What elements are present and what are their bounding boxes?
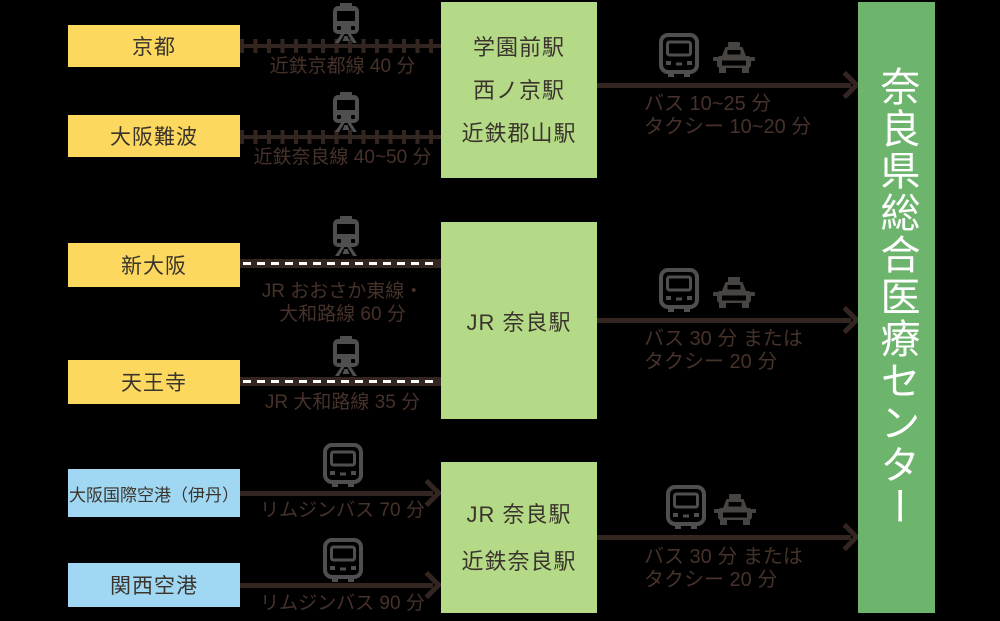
railway-line-kintetsu-kyoto (240, 39, 443, 53)
hub-station: 学園前駅 (472, 34, 565, 60)
segment-label-line: 大和路線 60 分 (279, 304, 406, 325)
bus-icon (659, 33, 699, 77)
train-icon (333, 216, 359, 256)
final-leg-label-2: バス 30 分 または タクシー 20 分 (644, 328, 884, 374)
final-leg-bus-time: バス 30 分 または (644, 546, 803, 568)
hub-station: JR 奈良駅 (466, 501, 572, 527)
origin-box-kansai-airport: 関西空港 (68, 563, 240, 607)
arrowhead-icon (413, 570, 443, 600)
hub-station: 西ノ京駅 (472, 77, 565, 103)
final-leg-bus-time: バス 10~25 分 (644, 93, 772, 115)
final-leg-label-1: バス 10~25 分 タクシー 10~20 分 (644, 93, 884, 139)
final-leg-taxi-time: タクシー 20 分 (644, 351, 778, 373)
train-icon (333, 92, 359, 132)
hub-box-jr-kintetsu-nara: JR 奈良駅 近鉄奈良駅 (441, 462, 597, 613)
final-leg-taxi-time: タクシー 10~20 分 (644, 116, 812, 138)
origin-box-osaka-namba: 大阪難波 (68, 115, 240, 157)
segment-label-limousine-90: リムジンバス 90 分 (260, 593, 425, 614)
origin-box-tennoji: 天王寺 (68, 360, 240, 404)
bus-icon (323, 443, 363, 487)
jr-line-shin-osaka (240, 259, 442, 268)
segment-label-jr-yamatoji: JR 大和路線 35 分 (264, 392, 421, 413)
train-icon (333, 3, 359, 43)
bus-icon (659, 268, 699, 312)
railway-line-kintetsu-nara (240, 130, 443, 144)
final-leg-taxi-time: タクシー 20 分 (644, 569, 778, 591)
destination-name: 奈良県総合医療センター (874, 66, 919, 528)
origin-box-kyoto: 京都 (68, 25, 240, 67)
arrowhead-icon (413, 478, 443, 508)
segment-label-line: JR おおさか東線・ (261, 281, 424, 302)
segment-label-kintetsu-nara: 近鉄奈良線 40~50 分 (253, 147, 432, 168)
hub-box-gakuemmae: 学園前駅 西ノ京駅 近鉄郡山駅 (441, 2, 597, 178)
arrow-hub2-to-destination (597, 305, 861, 335)
segment-label-limousine-70: リムジンバス 70 分 (260, 500, 425, 521)
taxi-icon (713, 277, 755, 308)
arrow-hub3-to-destination (597, 522, 861, 552)
train-icon (333, 336, 359, 376)
hub-box-jr-nara: JR 奈良駅 (441, 222, 597, 419)
destination-bar: 奈良県総合医療センター (858, 2, 935, 613)
taxi-icon (714, 494, 756, 525)
jr-line-tennoji (240, 377, 442, 386)
arrow-kansai-to-hub (240, 570, 443, 600)
segment-label-kintetsu-kyoto: 近鉄京都線 40 分 (269, 56, 416, 77)
hub-station: JR 奈良駅 (466, 309, 572, 335)
final-leg-bus-time: バス 30 分 または (644, 328, 803, 350)
hub-station: 近鉄奈良駅 (461, 548, 577, 574)
taxi-icon (713, 42, 755, 73)
origin-box-itami-airport: 大阪国際空港（伊丹） (68, 469, 240, 517)
final-leg-label-3: バス 30 分 または タクシー 20 分 (644, 546, 884, 592)
arrow-hub1-to-destination (597, 70, 861, 100)
origin-box-shin-osaka: 新大阪 (68, 243, 240, 287)
arrow-itami-to-hub (240, 478, 443, 508)
bus-icon (666, 485, 706, 529)
hub-station: 近鉄郡山駅 (461, 120, 577, 146)
segment-label-jr-osaka-higashi: JR おおさか東線・ 大和路線 60 分 (235, 280, 450, 326)
